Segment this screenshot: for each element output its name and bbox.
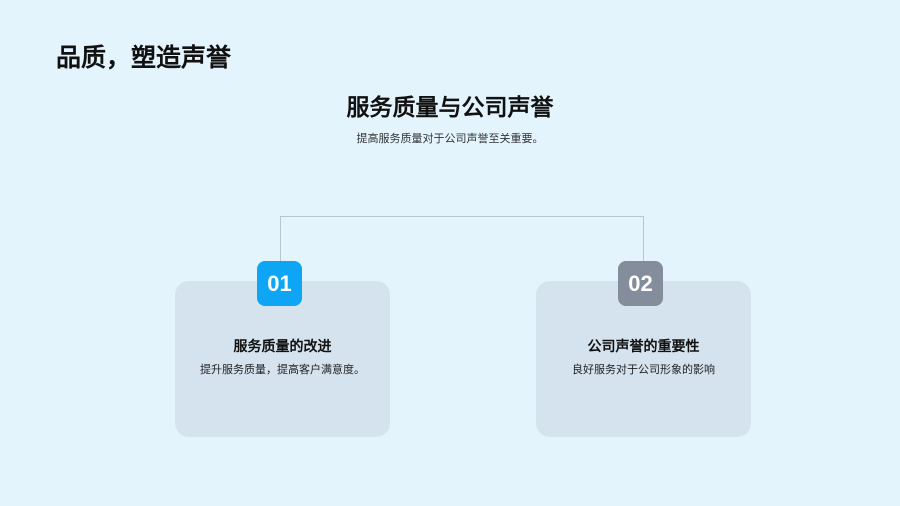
card-description: 提升服务质量，提高客户满意度。	[200, 363, 365, 376]
connector-right	[643, 216, 644, 261]
connector-horizontal	[280, 216, 644, 217]
page-title: 品质，塑造声誉	[56, 43, 232, 72]
section-heading: 服务质量与公司声誉	[346, 95, 554, 121]
card-title: 公司声誉的重要性	[587, 339, 700, 355]
number-badge-02: 02	[618, 261, 663, 306]
section-subtitle: 提高服务质量对于公司声誉至关重要。	[356, 132, 544, 145]
card-reputation: 公司声誉的重要性 良好服务对于公司形象的影响	[536, 281, 751, 437]
card-service-quality: 服务质量的改进 提升服务质量，提高客户满意度。	[175, 281, 390, 437]
card-description: 良好服务对于公司形象的影响	[572, 363, 715, 376]
card-title: 服务质量的改进	[233, 339, 332, 355]
number-badge-01: 01	[257, 261, 302, 306]
connector-left	[280, 216, 281, 261]
